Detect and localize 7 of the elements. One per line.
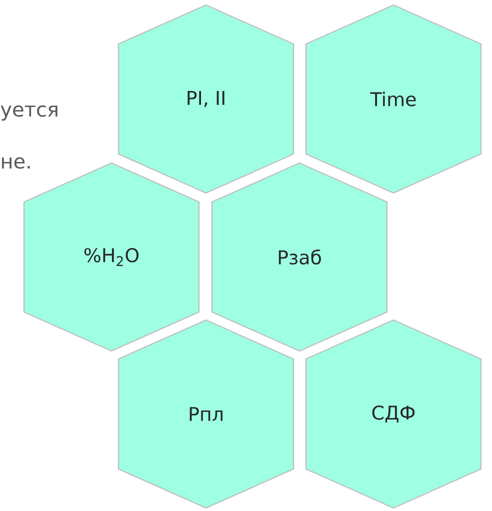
hexagon: Рпл — [118, 319, 294, 509]
text-fragment: уется — [0, 105, 58, 121]
hexagon: Рзаб — [211, 162, 388, 352]
node-label: Рпл — [190, 407, 222, 421]
hexagon: Time — [305, 4, 482, 194]
hexagon: СДФ — [305, 319, 482, 509]
hexagon: PI, II — [118, 4, 294, 194]
